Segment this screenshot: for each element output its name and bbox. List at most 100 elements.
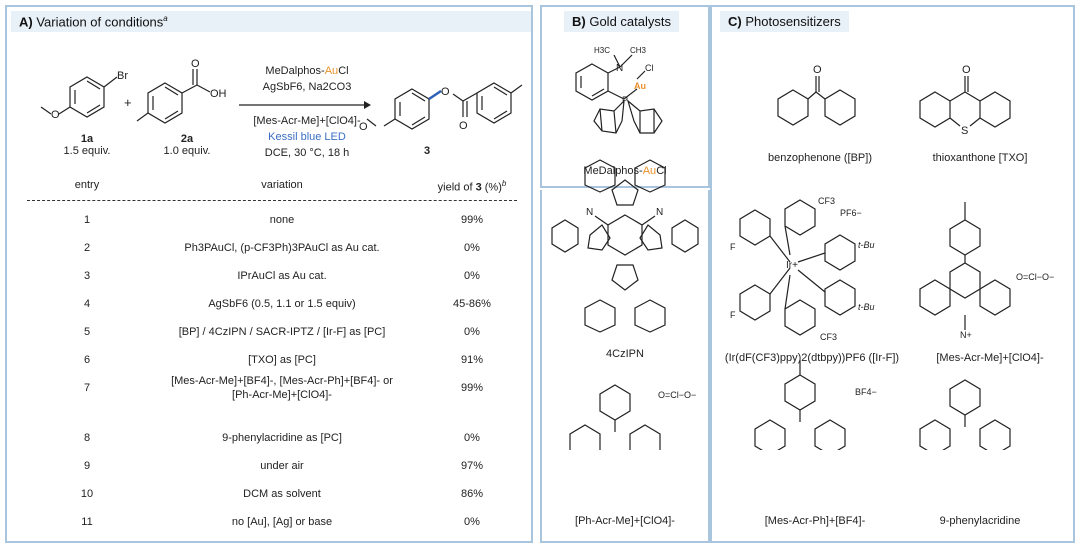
- entry-cell: 3: [83, 270, 91, 282]
- condition-photocatalyst: [Mes-Acr-Me]+[ClO4]-: [253, 115, 361, 127]
- condition-additives: AgSbF6, Na2CO3: [262, 81, 352, 93]
- ir-f-structure: [739, 199, 856, 336]
- yield-cell: 0%: [464, 516, 480, 528]
- variation-cell: [BP] / 4CzIPN / SACR-IPTZ / [Ir-F] as [P…: [178, 326, 386, 338]
- ph-acr-me-clo4: O=Cl−O−: [658, 390, 696, 400]
- ir-pf6: PF6−: [840, 208, 862, 218]
- ir-cf3-2: CF3: [820, 332, 837, 342]
- label-4czipn: 4CzIPN: [606, 348, 644, 360]
- condition-light: Kessil blue LED: [268, 131, 346, 143]
- reaction-scheme: Br O + O OH O: [40, 58, 523, 133]
- thioxanthone-structure: [919, 76, 1011, 128]
- atom-br: Br: [117, 70, 128, 82]
- yield-cell: 0%: [464, 270, 480, 282]
- entry-cell: 5: [83, 326, 91, 338]
- variation-cell: none: [269, 214, 295, 226]
- ir-tbu-1: t-Bu: [858, 240, 875, 250]
- phenylacridine-structure: [919, 379, 1011, 450]
- equiv-2a: 1.0 equiv.: [163, 145, 211, 157]
- ir-f-1: F: [730, 242, 736, 252]
- panel-c: C) Photosensitizers: [710, 5, 1075, 543]
- entry-cell: 10: [80, 488, 94, 500]
- table-row: 3 IPrAuCl as Au cat. 0%: [27, 270, 527, 288]
- label-txo: thioxanthone [TXO]: [932, 152, 1028, 164]
- atom-o-ester: O: [441, 86, 450, 98]
- label-ir-f: (Ir(dF(CF3)ppy)2(dtbpy))PF6 ([Ir-F]): [724, 352, 900, 364]
- ph-acr-me-structure: [569, 384, 661, 450]
- label-mes-acr-me: [Mes-Acr-Me]+[ClO4]-: [936, 352, 1044, 364]
- table-row: 11 no [Au], [Ag] or base 0%: [27, 516, 527, 534]
- benzophenone-structure: [777, 76, 856, 126]
- ir-cf3-1: CF3: [818, 196, 835, 206]
- mes-acr-ph-structure: [754, 360, 846, 450]
- footnote-a: a: [163, 14, 168, 23]
- label-bp: benzophenone ([BP]): [768, 152, 872, 164]
- czipn-atom-n1: N: [586, 207, 593, 218]
- condition-solvent-temp: DCE, 30 °C, 18 h: [264, 147, 350, 159]
- label-1a: 1a: [80, 133, 94, 145]
- variation-cell: Ph3PAuCl, (p-CF3Ph)3PAuCl as Au cat.: [184, 242, 380, 254]
- atom-o-3: O: [359, 121, 368, 133]
- panel-b-lower: [540, 190, 710, 543]
- yield-cell: 99%: [460, 382, 484, 394]
- label-ph-acr-me: [Ph-Acr-Me]+[ClO4]-: [575, 515, 675, 527]
- entry-cell: 4: [83, 298, 91, 310]
- methyl-label-2: CH3: [630, 46, 647, 55]
- photosensitizer-structures: O O S N N CF3 PF6− t-Bu t-Bu CF3 F F Ir+…: [551, 64, 1054, 450]
- ir-tbu-2: t-Bu: [858, 302, 875, 312]
- header-yield: yield of 3 (%)b: [437, 179, 507, 194]
- methyl-label-1: H3C: [594, 46, 610, 55]
- mes-acr-me-structure: [919, 202, 1011, 330]
- equiv-1a: 1.5 equiv.: [63, 145, 111, 157]
- variation-cell: AgSbF6 (0.5, 1.1 or 1.5 equiv): [208, 298, 356, 310]
- new-bond-highlight: [428, 89, 442, 101]
- yield-cell: 0%: [464, 326, 480, 338]
- label-3: 3: [423, 145, 431, 157]
- entry-cell: 8: [83, 432, 91, 444]
- yield-cell: 99%: [460, 214, 484, 226]
- panel-a-title: Variation of conditions: [36, 14, 164, 30]
- table-row: 4 AgSbF6 (0.5, 1.1 or 1.5 equiv) 45-86%: [27, 298, 527, 316]
- atom-au: Au: [634, 81, 646, 91]
- yield-cell: 97%: [460, 460, 484, 472]
- atom-o-carbonyl-2a: O: [191, 58, 200, 70]
- condition-catalyst: MeDalphos-AuCl: [265, 65, 349, 77]
- variation-cell: IPrAuCl as Au cat.: [237, 270, 327, 282]
- table-row: 6[TXO] as [PC]91%: [27, 354, 527, 372]
- variation-cell: 9-phenylacridine as [PC]: [222, 432, 342, 444]
- 4czipn-structure: [551, 159, 699, 333]
- table-row: 1 none 99%: [27, 214, 527, 232]
- ir-f-2: F: [730, 310, 736, 320]
- txo-atom-s: S: [961, 125, 968, 137]
- mes-acr-me-n: N+: [960, 330, 972, 340]
- variation-cell: [Mes-Acr-Me]+[BF4]-, [Mes-Acr-Ph]+[BF4]-…: [171, 375, 393, 387]
- entry-cell: 1: [83, 214, 91, 226]
- label-phenylacridine: 9-phenylacridine: [939, 515, 1021, 527]
- atom-p: P: [622, 95, 628, 105]
- table-header: entry variation yield of 3 (%)b: [27, 179, 527, 197]
- entry-cell: 9: [83, 460, 91, 472]
- panel-b: B) Gold catalysts H3C CH3 N Cl Au P MeDa…: [540, 5, 710, 188]
- atom-n: N: [616, 63, 623, 74]
- entry-cell: 6: [83, 354, 91, 366]
- variation-cell: [TXO] as [PC]: [248, 354, 316, 366]
- panel-a-letter: A): [19, 14, 33, 30]
- catalyst-label: MeDalphos-AuCl: [583, 165, 667, 177]
- yield-cell: 45-86%: [453, 298, 491, 310]
- label-2a: 2a: [180, 133, 194, 145]
- label-mes-acr-ph: [Mes-Acr-Ph]+[BF4]-: [764, 515, 866, 527]
- yield-cell: 86%: [460, 488, 484, 500]
- atom-cl: Cl: [645, 63, 654, 73]
- variation-cell: no [Au], [Ag] or base: [231, 516, 333, 528]
- compound-2a-structure: [136, 69, 211, 124]
- header-entry: entry: [74, 179, 100, 191]
- yield-cell: 0%: [464, 242, 480, 254]
- atom-oh: OH: [210, 88, 227, 100]
- medalphos-aucl-structure: H3C CH3 N Cl Au P: [575, 46, 663, 134]
- mes-acr-me-clo4: O=Cl−O−: [1016, 272, 1054, 282]
- entry-cell: 11: [81, 516, 93, 528]
